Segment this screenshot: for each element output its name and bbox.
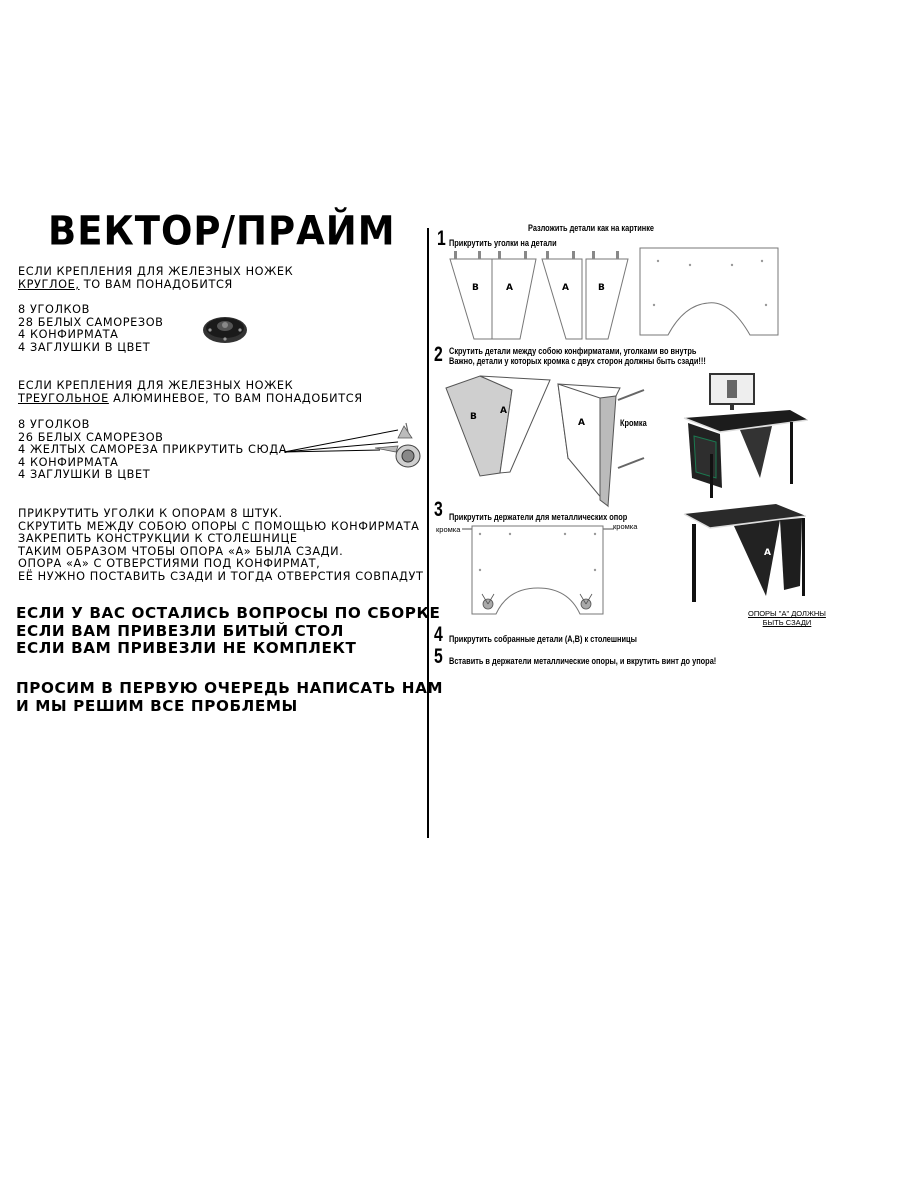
instruction-line: ТАКИМ ОБРАЗОМ ЧТОБЫ ОПОРА «А» БЫЛА СЗАДИ…: [18, 544, 344, 558]
rear-note-line2: БЫТЬ СЗАДИ: [762, 618, 812, 627]
tri-intro-line1: ЕСЛИ КРЕПЛЕНИЯ ДЛЯ ЖЕЛЕЗНЫХ НОЖЕК: [18, 379, 294, 392]
round-mount-image: [203, 317, 247, 343]
panel-a-right: [541, 258, 583, 340]
kromka-label: Кромка: [620, 418, 647, 428]
question-line: ЕСЛИ У ВАС ОСТАЛИСЬ ВОПРОСЫ ПО СБОРКЕ: [16, 604, 441, 622]
tabletop-outline: [639, 247, 779, 336]
step-number: 4: [434, 623, 443, 646]
step-number: 3: [434, 498, 443, 521]
question-line: ЕСЛИ ВАМ ПРИВЕЗЛИ НЕ КОМПЛЕКТ: [16, 639, 357, 657]
panel-label: В: [470, 412, 477, 422]
step-number: 2: [434, 343, 443, 366]
round-item: 4 ЗАГЛУШКИ В ЦВЕТ: [18, 340, 151, 354]
round-item: 4 КОНФИРМАТА: [18, 328, 119, 342]
triangle-mount-image: [283, 422, 421, 468]
round-intro-underlined: КРУГЛОЕ,: [18, 277, 80, 291]
step-number: 1: [437, 227, 446, 250]
request-line: И МЫ РЕШИМ ВСЕ ПРОБЛЕМЫ: [16, 696, 298, 715]
panel-b-left: [449, 258, 493, 340]
step-text: Прикрутить держатели для металлических о…: [449, 512, 628, 522]
column-divider: [427, 228, 429, 838]
tri-item: 4 КОНФИРМАТА: [18, 455, 119, 469]
panel-label: А: [578, 418, 585, 428]
round-intro-rest: ТО ВАМ ПОНАДОБИТСЯ: [79, 277, 233, 291]
desk-letter: A: [764, 548, 771, 558]
step-text: Вставить в держатели металлические опоры…: [449, 656, 717, 666]
kromka-right-label: кромка: [613, 522, 638, 531]
tri-item: 4 ЖЕЛТЫХ САМОРЕЗА ПРИКРУТИТЬ СЮДА: [18, 443, 288, 457]
kromka-left-label: кромка: [436, 525, 461, 534]
rear-note-line1: ОПОРЫ "А" ДОЛЖНЫ: [748, 609, 826, 618]
step-warning: Важно, детали у которых кромка с двух ст…: [449, 356, 706, 366]
step3-diagram: [462, 525, 614, 615]
desk-photo-2: [683, 504, 807, 602]
step-text: Прикрутить уголки на детали: [449, 238, 557, 248]
round-intro: ЕСЛИ КРЕПЛЕНИЯ ДЛЯ ЖЕЛЕЗНЫХ НОЖЕК КРУГЛО…: [18, 265, 294, 292]
round-items-list: 8 УГОЛКОВ 28 БЕЛЫХ САМОРЕЗОВ 4 КОНФИРМАТ…: [18, 303, 164, 354]
question-line: ЕСЛИ ВАМ ПРИВЕЗЛИ БИТЫЙ СТОЛ: [16, 621, 344, 640]
instruction-line: ЗАКРЕПИТЬ КОНСТРУКЦИИ К СТОЛЕШНИЦЕ: [18, 532, 298, 546]
panel-label: А: [562, 283, 569, 293]
round-item: 8 УГОЛКОВ: [18, 303, 91, 316]
instructions: ПРИКРУТИТЬ УГОЛКИ К ОПОРАМ 8 ШТУК. СКРУТ…: [18, 507, 424, 584]
instruction-line: ОПОРА «А» С ОТВЕРСТИЯМИ ПОД КОНФИРМАТ,: [18, 557, 321, 571]
questions-block: ЕСЛИ У ВАС ОСТАЛИСЬ ВОПРОСЫ ПО СБОРКЕ ЕС…: [16, 604, 441, 658]
tri-intro-rest: АЛЮМИНЕВОЕ, ТО ВАМ ПОНАДОБИТСЯ: [108, 391, 363, 405]
panel-label: А: [500, 406, 507, 416]
panel-label: В: [598, 283, 605, 293]
tri-item: 4 ЗАГЛУШКИ В ЦВЕТ: [18, 468, 151, 482]
instruction-line: СКРУТИТЬ МЕЖДУ СОБОЮ ОПОРЫ С ПОМОЩЬЮ КОН…: [18, 519, 420, 533]
step-text: Прикрутить собранные детали (А,В) к стол…: [449, 634, 637, 644]
tri-items-list: 8 УГОЛКОВ 26 БЕЛЫХ САМОРЕЗОВ 4 ЖЕЛТЫХ СА…: [18, 418, 288, 482]
round-intro-line1: ЕСЛИ КРЕПЛЕНИЯ ДЛЯ ЖЕЛЕЗНЫХ НОЖЕК: [18, 265, 294, 278]
step-number: 5: [434, 645, 443, 668]
tri-intro-line2: ТРЕУГОЛЬНОЕ АЛЮМИНЕВОЕ, ТО ВАМ ПОНАДОБИТ…: [18, 391, 363, 406]
rear-note: ОПОРЫ "А" ДОЛЖНЫ БЫТЬ СЗАДИ: [748, 609, 826, 627]
instruction-line: ПРИКРУТИТЬ УГОЛКИ К ОПОРАМ 8 ШТУК.: [18, 507, 283, 520]
panel-a-left: [491, 258, 537, 340]
round-intro-line2: КРУГЛОЕ, ТО ВАМ ПОНАДОБИТСЯ: [18, 277, 293, 292]
page-title: ВЕКТОР/ПРАЙМ: [48, 208, 396, 255]
desk-photo-1: [683, 373, 809, 498]
panel-b-right: [585, 258, 629, 340]
step2-diagram: [445, 375, 645, 508]
round-item: 28 БЕЛЫХ САМОРЕЗОВ: [18, 315, 164, 329]
tri-item: 8 УГОЛКОВ: [18, 418, 91, 431]
step1-diagram: [449, 247, 779, 340]
tri-intro: ЕСЛИ КРЕПЛЕНИЯ ДЛЯ ЖЕЛЕЗНЫХ НОЖЕК ТРЕУГО…: [18, 379, 363, 406]
step-text: Скрутить детали между собою конфирматами…: [449, 346, 697, 356]
panel-label: В: [472, 283, 479, 293]
tri-intro-underlined: ТРЕУГОЛЬНОЕ: [18, 391, 109, 405]
request-block: ПРОСИМ В ПЕРВУЮ ОЧЕРЕДЬ НАПИСАТЬ НАМ И М…: [16, 679, 444, 715]
tri-item: 26 БЕЛЫХ САМОРЕЗОВ: [18, 430, 164, 444]
instruction-line: ЕЁ НУЖНО ПОСТАВИТЬ СЗАДИ И ТОГДА ОТВЕРСТ…: [18, 569, 424, 583]
panel-label: А: [506, 283, 513, 293]
request-line: ПРОСИМ В ПЕРВУЮ ОЧЕРЕДЬ НАПИСАТЬ НАМ: [16, 679, 444, 697]
layout-header: Разложить детали как на картинке: [528, 223, 655, 233]
